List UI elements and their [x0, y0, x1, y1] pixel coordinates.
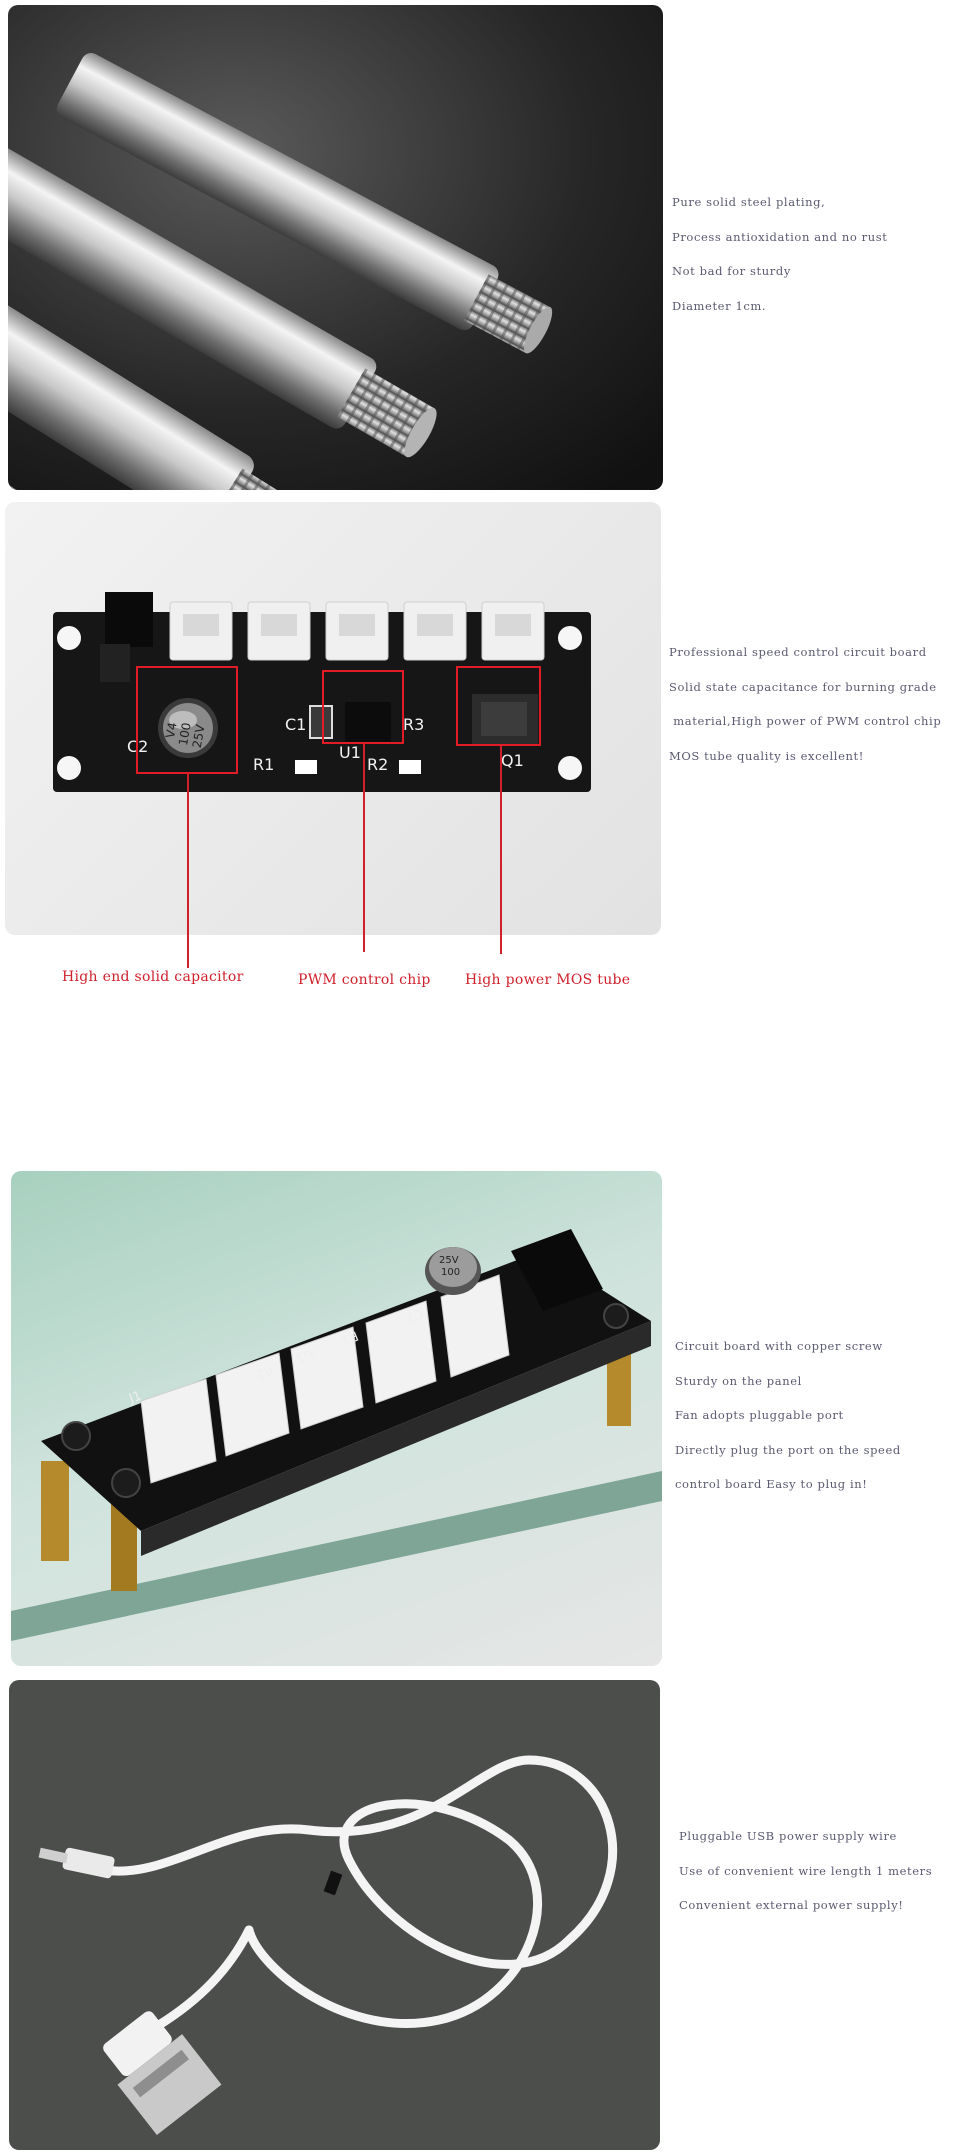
description-line: Diameter 1cm.: [672, 298, 767, 313]
standoff-description: Pure solid steel plating, Process antiox…: [672, 192, 888, 330]
description-line: Professional speed control circuit board: [669, 645, 927, 659]
capacitor-marking: 100: [441, 1267, 460, 1278]
description-line: Sturdy on the panel: [675, 1373, 802, 1388]
description-line: Pure solid steel plating,: [672, 195, 826, 209]
usb-cable-description: Pluggable USB power supply wire Use of c…: [679, 1826, 932, 1930]
description-line: Convenient external power supply!: [679, 1898, 904, 1912]
section-usb-cable: Pluggable USB power supply wire Use of c…: [0, 1670, 960, 2154]
description-line: MOS tube quality is excellent!: [669, 748, 864, 763]
pcb-label-u1: U1: [339, 743, 361, 762]
pcb-label-j1: J1: [126, 1389, 143, 1408]
description-line: material,High power of PWM control chip: [669, 714, 942, 728]
mounted-board-description: Circuit board with copper screw Sturdy o…: [675, 1336, 901, 1509]
section-circuit-board: V4 100 25V C2 C1 R1 U1 R2 R3 Q1: [0, 500, 960, 1180]
pcb-label-r1: R1: [338, 1327, 360, 1347]
circuit-board-description: Professional speed control circuit board…: [669, 642, 941, 780]
description-line: Directly plug the port on the speed: [675, 1442, 901, 1457]
description-line: Process antioxidation and no rust: [672, 229, 888, 244]
description-line: Not bad for sturdy: [672, 264, 791, 278]
section-standoffs: Pure solid steel plating, Process antiox…: [0, 0, 960, 500]
capacitor-highlight-box: [136, 666, 238, 774]
mounted-board-photo: 25V 100 C2 R1 U1 R2 J1: [11, 1171, 662, 1666]
description-line: Use of convenient wire length 1 meters: [679, 1863, 933, 1878]
description-line: Pluggable USB power supply wire: [679, 1829, 897, 1843]
pcb-label-c2: C2: [403, 1305, 425, 1325]
description-line: control board Easy to plug in!: [675, 1477, 868, 1491]
pcb-label-r3: R3: [403, 715, 424, 734]
usb-cable-photo: [9, 1680, 660, 2150]
description-line: Solid state capacitance for burning grad…: [669, 679, 937, 694]
pcb-label-r2: R2: [367, 755, 388, 774]
chip-highlight-box: [322, 670, 404, 744]
mos-leader-line: [500, 746, 502, 954]
mos-callout: High power MOS tube: [465, 972, 631, 988]
capacitor-marking: 25V: [190, 723, 208, 749]
pcb-label-r1: R1: [253, 755, 274, 774]
description-line: Fan adopts pluggable port: [675, 1408, 844, 1422]
pcb-label-u1: U1: [293, 1345, 315, 1366]
pcb-label-c1: C1: [285, 715, 306, 734]
capacitor-marking: V4: [163, 721, 180, 739]
capacitor-leader-line: [187, 774, 189, 968]
standoff-photo: [8, 5, 663, 490]
section-mounted-board: 25V 100 C2 R1 U1 R2 J1 Circuit board wit…: [0, 1170, 960, 1670]
capacitor-marking: 100: [176, 722, 194, 747]
description-line: Circuit board with copper screw: [675, 1339, 883, 1353]
chip-callout: PWM control chip: [298, 972, 431, 988]
chip-leader-line: [363, 744, 365, 952]
pcb-label-q1: Q1: [501, 751, 524, 770]
capacitor-marking: 25V: [439, 1255, 459, 1266]
mos-highlight-box: [456, 666, 541, 746]
capacitor-callout: High end solid capacitor: [62, 969, 244, 985]
pcb-label-r2: R2: [253, 1361, 275, 1381]
